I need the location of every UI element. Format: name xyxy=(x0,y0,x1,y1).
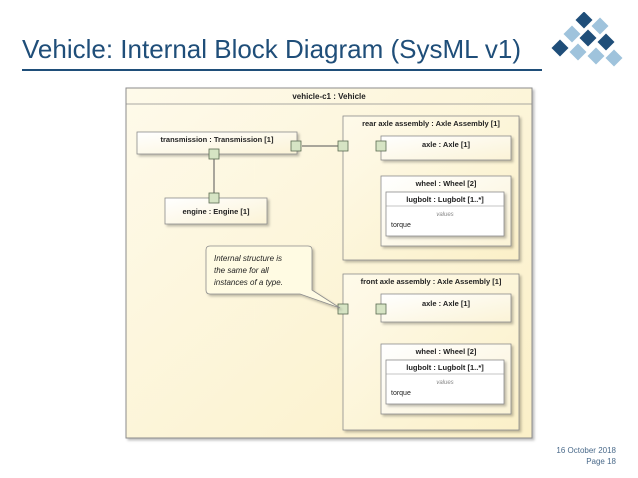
title-underline xyxy=(22,69,542,71)
rear-axle-label: axle : Axle [1] xyxy=(422,140,471,149)
footer-page-number: Page 18 xyxy=(586,457,616,466)
footer-date: 16 October 2018 xyxy=(556,446,616,455)
slide-title: Vehicle: Internal Block Diagram (SysML v… xyxy=(22,34,522,64)
rear-axle-assembly-title: rear axle assembly : Axle Assembly [1] xyxy=(362,119,500,128)
front-lugbolt-block[interactable]: lugbolt : Lugbolt [1..*] values torque xyxy=(385,359,505,405)
front-torque-attribute: torque xyxy=(391,390,411,397)
logo-cubes xyxy=(551,12,623,67)
transmission-label: transmission : Transmission [1] xyxy=(161,135,274,144)
rear-axle-assembly-block[interactable]: rear axle assembly : Axle Assembly [1] a… xyxy=(342,115,520,261)
cube-logo-icon xyxy=(551,12,623,67)
callout-line-2: the same for all xyxy=(214,266,269,275)
rear-values-compartment: values xyxy=(436,212,453,218)
rear-axle-block[interactable]: axle : Axle [1] xyxy=(380,135,512,161)
rear-torque-attribute: torque xyxy=(391,222,411,229)
rear-wheel-label: wheel : Wheel [2] xyxy=(415,179,477,188)
callout-line-3: instances of a type. xyxy=(214,278,283,287)
rear-lugbolt-label: lugbolt : Lugbolt [1..*] xyxy=(406,195,484,204)
port-front-axle-left[interactable] xyxy=(375,303,387,315)
front-axle-assembly-block[interactable]: front axle assembly : Axle Assembly [1] … xyxy=(342,273,520,431)
front-wheel-block[interactable]: wheel : Wheel [2] lugbolt : Lugbolt [1..… xyxy=(380,343,512,415)
rear-lugbolt-block[interactable]: lugbolt : Lugbolt [1..*] values torque xyxy=(385,191,505,237)
front-lugbolt-label: lugbolt : Lugbolt [1..*] xyxy=(406,363,484,372)
port-transmission-right[interactable] xyxy=(290,140,302,152)
front-wheel-label: wheel : Wheel [2] xyxy=(415,347,477,356)
frame-title: vehicle-c1 : Vehicle xyxy=(292,92,366,101)
port-front-assembly-left[interactable] xyxy=(337,303,349,315)
callout-line-1: Internal structure is xyxy=(214,254,282,263)
front-values-compartment: values xyxy=(436,380,453,386)
callout-note: Internal structure is the same for all i… xyxy=(205,245,341,309)
engine-label: engine : Engine [1] xyxy=(182,207,250,216)
front-axle-block[interactable]: axle : Axle [1] xyxy=(380,293,512,323)
port-rear-assembly-left[interactable] xyxy=(337,140,349,152)
rear-wheel-block[interactable]: wheel : Wheel [2] lugbolt : Lugbolt [1..… xyxy=(380,175,512,247)
front-axle-label: axle : Axle [1] xyxy=(422,299,471,308)
port-rear-axle-left[interactable] xyxy=(375,140,387,152)
ports xyxy=(208,140,387,315)
port-transmission-bottom[interactable] xyxy=(208,148,220,160)
front-axle-assembly-title: front axle assembly : Axle Assembly [1] xyxy=(361,277,502,286)
port-engine-top[interactable] xyxy=(208,192,220,204)
